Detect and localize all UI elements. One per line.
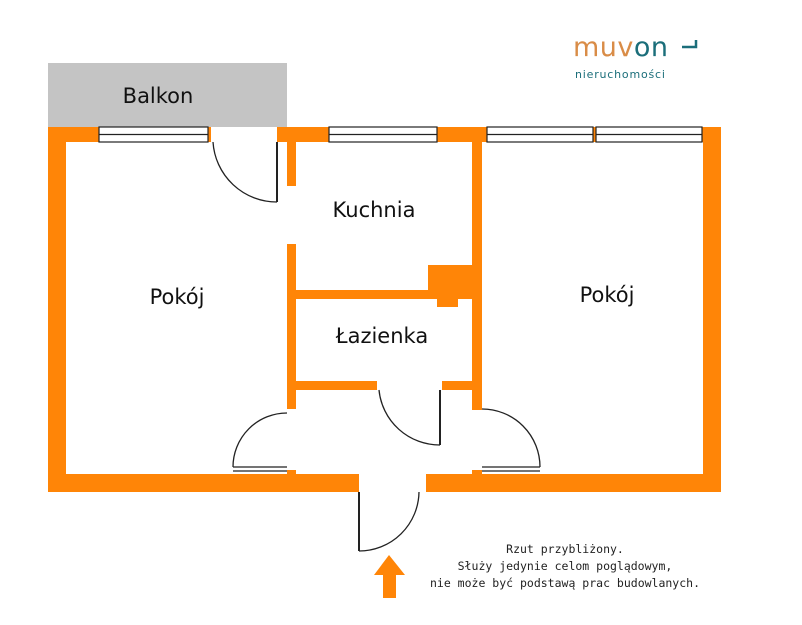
windows — [98, 126, 703, 143]
logo-tagline: nieruchomości — [575, 68, 666, 81]
balcony-door-opening — [211, 127, 277, 142]
logo: muvon — [573, 32, 669, 63]
room-right-label: Pokój — [580, 283, 635, 307]
logo-part2: on — [633, 32, 669, 63]
disclaimer-line-1: Rzut przybliżony. — [506, 542, 624, 556]
outer-walls — [48, 127, 721, 492]
disclaimer-line-3: nie może być podstawą prac budowlanych. — [429, 576, 701, 590]
arrow-up-icon — [374, 555, 405, 598]
kitchen-label: Kuchnia — [333, 198, 416, 222]
balcony-label: Balkon — [123, 84, 194, 108]
doors — [212, 141, 541, 552]
interior-walls — [287, 142, 482, 476]
balcony-area — [48, 63, 287, 127]
room-left-label: Pokój — [150, 285, 205, 309]
logo-swoosh-icon — [682, 40, 698, 49]
disclaimer: Rzut przybliżony. Służy jedynie celom po… — [420, 541, 710, 592]
disclaimer-line-2: Służy jedynie celom poglądowym, — [457, 559, 673, 573]
logo-part1: muv — [573, 32, 634, 63]
bathroom-label: Łazienka — [335, 324, 428, 348]
